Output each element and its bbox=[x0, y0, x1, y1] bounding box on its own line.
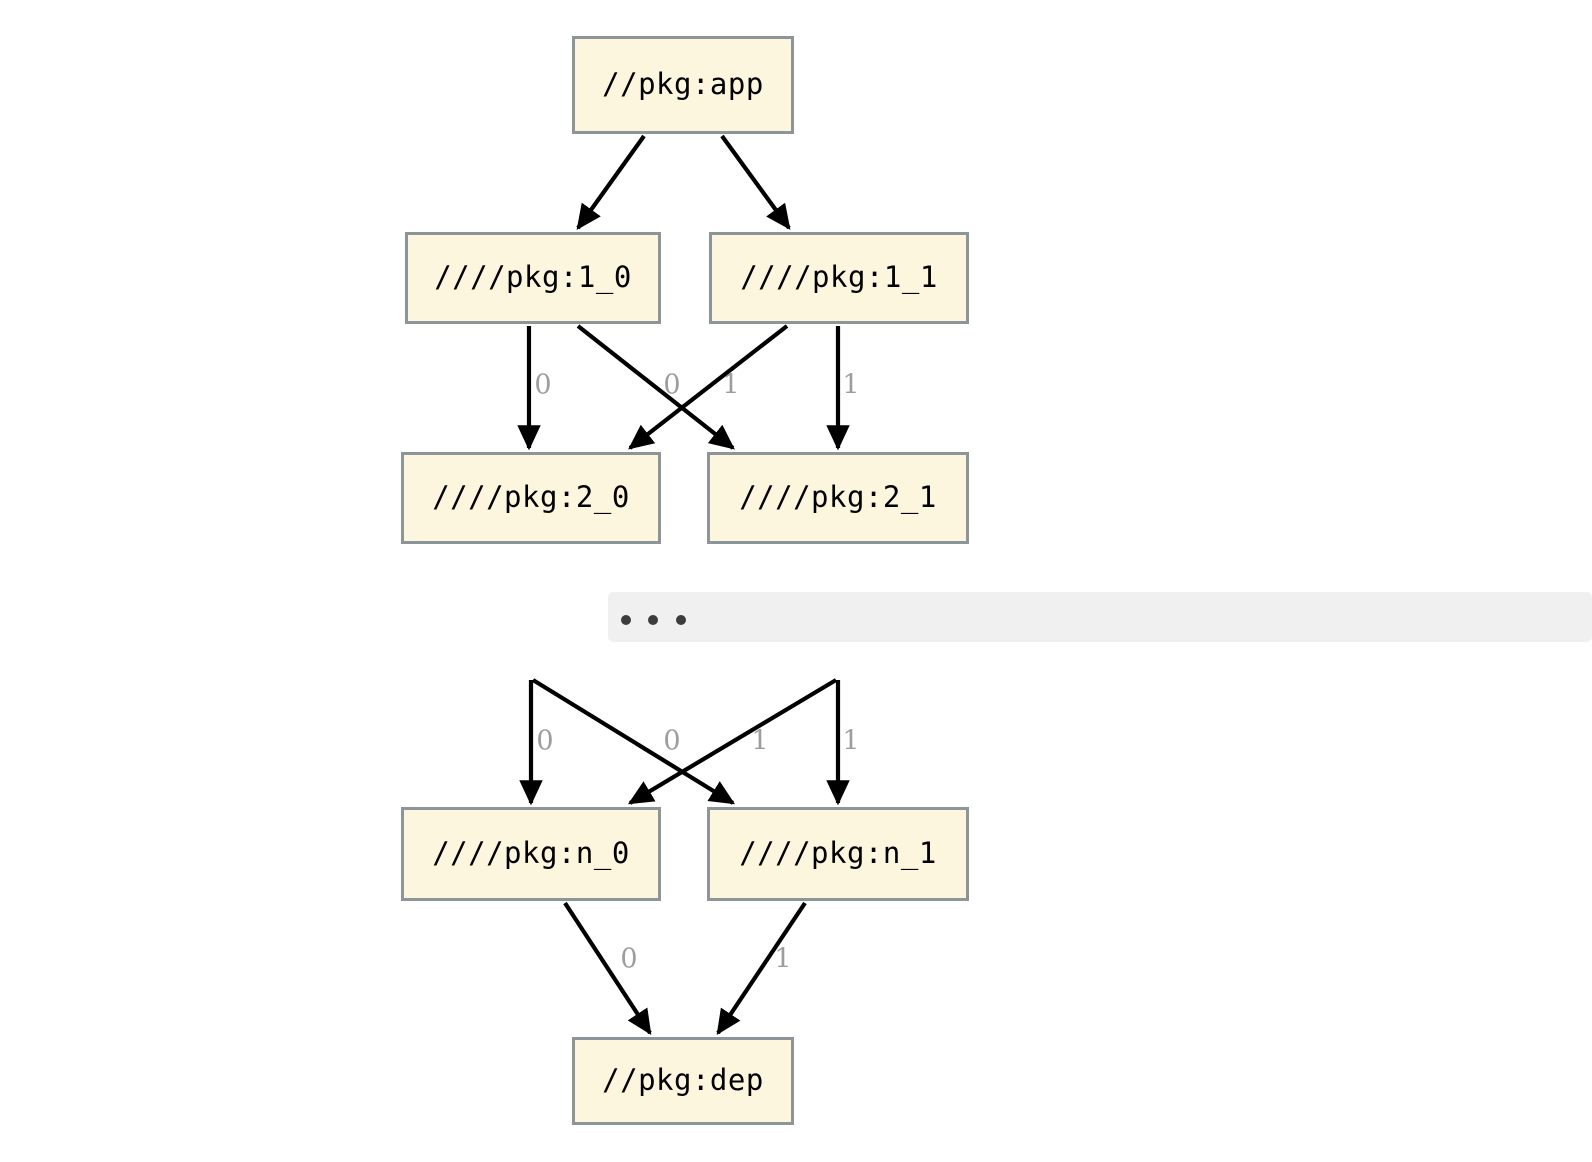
graph-node[interactable]: ////pkg:2_0 bbox=[401, 452, 661, 544]
graph-node[interactable]: ////pkg:n_0 bbox=[401, 807, 661, 901]
graph-edge bbox=[576, 134, 646, 230]
graph-edge bbox=[720, 134, 791, 230]
ellipsis-band bbox=[608, 592, 1592, 642]
edge-arrow bbox=[628, 324, 789, 450]
edge-label: 0 bbox=[620, 944, 637, 975]
edge-arrow bbox=[720, 134, 791, 230]
edge-arrow bbox=[576, 134, 646, 230]
edge-label: 1 bbox=[722, 370, 739, 401]
node-label: ////pkg:2_1 bbox=[739, 480, 937, 515]
edge-arrow bbox=[563, 901, 652, 1035]
graph-node[interactable]: //pkg:dep bbox=[572, 1037, 794, 1125]
node-label: ////pkg:n_1 bbox=[739, 836, 937, 871]
graph-edge: 1 bbox=[826, 326, 860, 451]
graph-node[interactable]: ////pkg:1_1 bbox=[709, 232, 969, 324]
edges-layer: 0 0 1 1 0 0 1 1 0 1 bbox=[517, 134, 860, 1035]
edge-label: 0 bbox=[663, 726, 680, 757]
nodes-layer: //pkg:app ////pkg:1_0 ////pkg:1_1 ////pkg:2… bbox=[401, 36, 969, 1125]
graph-edge: 1 bbox=[826, 680, 860, 806]
node-box[interactable] bbox=[707, 807, 969, 901]
graph-edge: 0 bbox=[519, 680, 554, 806]
node-box[interactable] bbox=[572, 36, 794, 134]
graph-node[interactable]: //pkg:app bbox=[572, 36, 794, 134]
edge-label: 1 bbox=[842, 726, 859, 757]
edge-label: 1 bbox=[774, 944, 791, 975]
node-label: ////pkg:1_1 bbox=[740, 260, 938, 295]
node-box[interactable] bbox=[709, 232, 969, 324]
node-box[interactable] bbox=[707, 452, 969, 544]
graph-edge: 1 bbox=[628, 324, 789, 450]
edge-arrow bbox=[531, 678, 736, 805]
graph-edge: 0 bbox=[517, 326, 552, 451]
node-label: //pkg:app bbox=[602, 67, 764, 101]
edge-arrow bbox=[627, 678, 838, 805]
node-label: //pkg:dep bbox=[602, 1063, 764, 1097]
edge-label: 1 bbox=[842, 370, 859, 401]
edge-label: 0 bbox=[663, 370, 680, 401]
edge-arrow bbox=[716, 901, 807, 1035]
graph-edge: 0 bbox=[531, 678, 736, 805]
node-box[interactable] bbox=[401, 452, 661, 544]
edge-label: 1 bbox=[751, 726, 768, 757]
graph-node[interactable]: ////pkg:n_1 bbox=[707, 807, 969, 901]
graph-node[interactable]: ////pkg:2_1 bbox=[707, 452, 969, 544]
ellipsis-dot bbox=[676, 615, 686, 625]
graph-edge: 1 bbox=[716, 901, 807, 1035]
graph-edge: 0 bbox=[576, 324, 735, 450]
graph-edge: 1 bbox=[627, 678, 838, 805]
node-label: ////pkg:2_0 bbox=[432, 480, 630, 515]
node-box[interactable] bbox=[405, 232, 661, 324]
edge-arrow bbox=[576, 324, 735, 450]
node-label: ////pkg:1_0 bbox=[434, 260, 632, 295]
node-box[interactable] bbox=[572, 1037, 794, 1125]
ellipsis-band-background bbox=[608, 592, 1592, 642]
ellipsis-dot bbox=[621, 615, 631, 625]
edge-label: 0 bbox=[534, 370, 551, 401]
graph-edge: 0 bbox=[563, 901, 652, 1035]
ellipsis-dot bbox=[648, 615, 658, 625]
edge-label: 0 bbox=[536, 726, 553, 757]
graph-node[interactable]: ////pkg:1_0 bbox=[405, 232, 661, 324]
node-label: ////pkg:n_0 bbox=[432, 836, 630, 871]
node-box[interactable] bbox=[401, 807, 661, 901]
